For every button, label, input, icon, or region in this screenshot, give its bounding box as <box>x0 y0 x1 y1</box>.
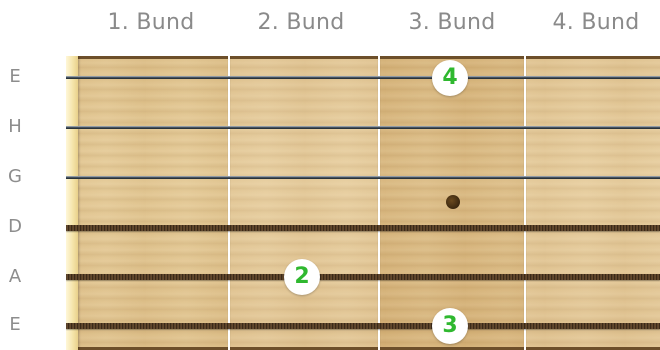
fret-label-1: 1. Bund <box>76 6 226 40</box>
fret-wire-3 <box>524 56 526 350</box>
string-h <box>66 126 660 129</box>
string-label-g: G <box>0 166 30 187</box>
string-label-a: A <box>0 266 30 287</box>
string-d <box>66 225 660 231</box>
fret-area-2 <box>230 56 378 350</box>
finger-marker-e-high-fret-3[interactable]: 4 <box>432 60 468 96</box>
finger-marker-e-low-fret-3[interactable]: 3 <box>432 308 468 344</box>
fret-area-4 <box>526 56 660 350</box>
string-g <box>66 176 660 179</box>
string-e-low <box>66 323 660 329</box>
string-label-h: H <box>0 116 30 137</box>
nut <box>66 56 78 350</box>
fret-wire-2 <box>378 56 380 350</box>
fret-label-3: 3. Bund <box>377 6 527 40</box>
fret-inlay-dot <box>446 195 460 209</box>
fret-area-1 <box>78 56 228 350</box>
finger-marker-a-fret-2[interactable]: 2 <box>284 259 320 295</box>
string-label-d: D <box>0 216 30 237</box>
string-label-e-low: E <box>0 314 30 335</box>
string-e-high <box>66 76 660 79</box>
fretboard: 4 2 3 <box>66 56 660 350</box>
fret-label-4: 4. Bund <box>521 6 660 40</box>
fret-label-2: 2. Bund <box>226 6 376 40</box>
string-a <box>66 274 660 280</box>
fret-wire-1 <box>228 56 230 350</box>
string-label-e-high: E <box>0 66 30 87</box>
fretboard-top-edge <box>78 56 660 59</box>
